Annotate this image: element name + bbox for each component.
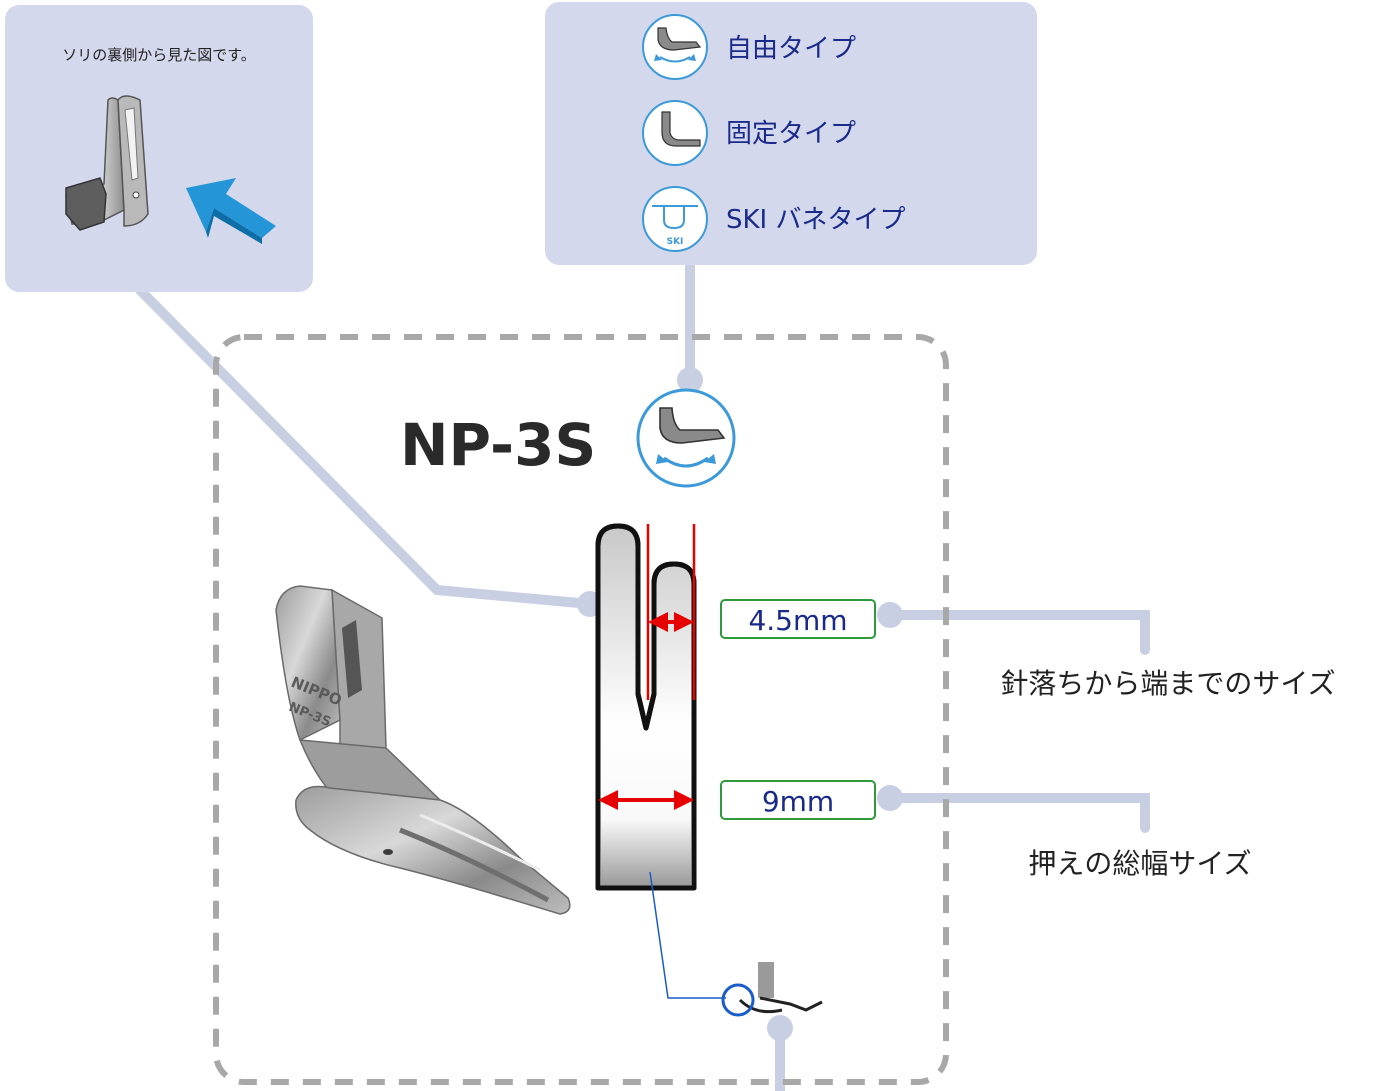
side-profile-detail — [649, 871, 823, 1017]
dimension-box-needle-distance: 4.5mm — [720, 599, 876, 639]
connector-underside-view — [135, 285, 595, 609]
dimension-markers — [598, 524, 696, 810]
legend-label-free: 自由タイプ — [726, 34, 856, 64]
connector-total-width — [885, 793, 1150, 833]
legend-item-fixed-type: 固定タイプ — [642, 100, 856, 166]
presser-foot-photo: NIPPO NP-3S — [275, 585, 571, 915]
underside-caption: ソリの裏側から見た図です。 — [62, 46, 256, 64]
detail-highlight-circle — [721, 983, 755, 1017]
dimension-box-total-width: 9mm — [720, 780, 876, 820]
legend-label-ski: SKI バネタイプ — [726, 205, 906, 235]
legend-label-fixed: 固定タイプ — [726, 119, 856, 149]
foot-top-view — [595, 523, 697, 891]
legend-item-ski-type: SKI SKI バネタイプ — [642, 186, 906, 252]
model-type-icon — [636, 388, 736, 488]
product-frame — [213, 334, 949, 1085]
free-type-icon — [642, 14, 708, 80]
model-title: NP-3S — [400, 411, 596, 479]
ski-icon-text: SKI — [667, 237, 684, 247]
ski-spring-type-icon: SKI — [642, 186, 708, 252]
type-legend-panel: 自由タイプ 固定タイプ SKI SKI バネタイプ — [545, 2, 1037, 265]
underside-foot-illustration — [65, 95, 149, 231]
dimension-desc-needle-distance: 針落ちから端までのサイズ — [1000, 667, 1335, 700]
dimension-value-total-width: 9mm — [762, 785, 834, 818]
dimension-value-needle-distance: 4.5mm — [748, 604, 847, 637]
dimension-desc-total-width: 押えの総幅サイズ — [1028, 847, 1251, 880]
blue-direction-arrow-icon — [186, 178, 276, 244]
fixed-type-icon — [642, 100, 708, 166]
connector-lines — [135, 260, 1150, 1091]
connector-dots — [577, 367, 903, 1041]
legend-item-free-type: 自由タイプ — [642, 14, 856, 80]
leader-line — [649, 871, 726, 999]
underside-view-panel: ソリの裏側から見た図です。 — [5, 5, 313, 292]
connector-needle-distance — [885, 610, 1150, 655]
